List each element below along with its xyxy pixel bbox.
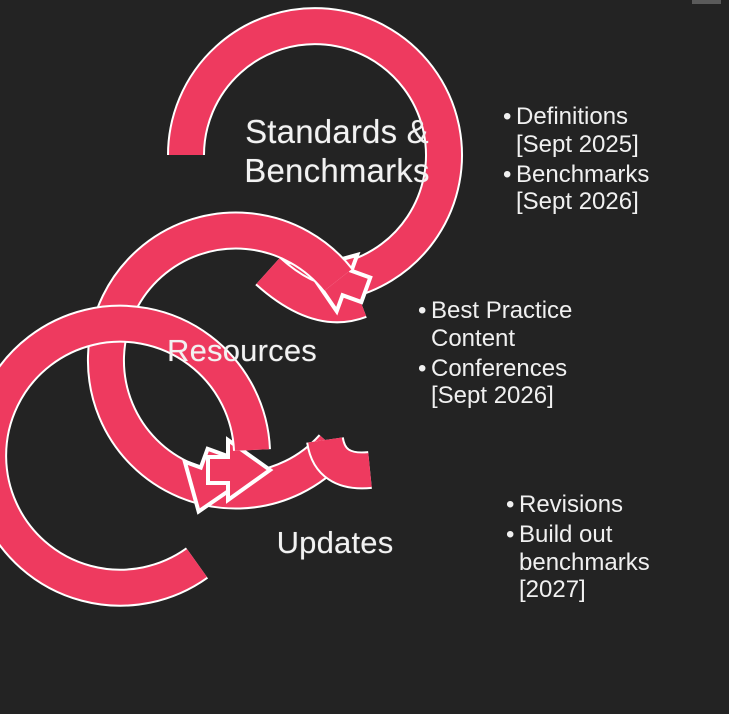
bullet-dot-icon: • — [506, 520, 515, 548]
bullet-list-updates: • Revisions • Build out benchmarks [2027… — [506, 491, 721, 606]
bullet-dot-icon: • — [418, 354, 427, 382]
updates-ring-band — [0, 306, 269, 605]
list-item: • Definitions [Sept 2025] — [503, 103, 713, 159]
standards-ring-band — [169, 9, 461, 302]
bullet-text: Revisions — [519, 491, 624, 518]
node-label-updates: Updates — [276, 525, 394, 560]
node-ring-updates[interactable] — [0, 304, 271, 607]
bullet-text: Benchmarks [Sept 2026] — [516, 160, 650, 216]
bullet-text: Conferences [Sept 2026] — [431, 354, 568, 410]
list-item: • Benchmarks [Sept 2026] — [503, 161, 713, 217]
bullet-list-resources: • Best Practice Content • Conferences [S… — [418, 297, 633, 412]
node-ring-resources[interactable] — [86, 211, 372, 510]
standards-connector-band — [256, 258, 367, 322]
bullet-text: Definitions [Sept 2025] — [516, 103, 639, 158]
resources-ring-band — [88, 213, 352, 508]
resources-connector-band — [308, 436, 372, 488]
bullet-list-standards: • Definitions [Sept 2025] • Benchmarks [… — [503, 103, 713, 218]
screen-artifact-bar — [692, 0, 721, 4]
bullet-dot-icon: • — [506, 491, 515, 518]
list-item: • Build out benchmarks [2027] — [506, 521, 721, 604]
list-item: • Revisions — [506, 491, 721, 519]
bullet-dot-icon: • — [503, 103, 512, 130]
node-label-standards: Standards & Benchmarks — [244, 113, 430, 189]
bullet-text: Best Practice Content — [431, 297, 573, 352]
bullet-dot-icon: • — [418, 297, 427, 324]
bullet-dot-icon: • — [503, 160, 512, 188]
bullet-text: Build out benchmarks [2027] — [519, 520, 650, 604]
node-label-resources: Resources — [167, 333, 317, 368]
list-item: • Best Practice Content — [418, 297, 633, 353]
list-item: • Conferences [Sept 2026] — [418, 355, 633, 411]
node-ring-standards[interactable] — [167, 7, 463, 324]
